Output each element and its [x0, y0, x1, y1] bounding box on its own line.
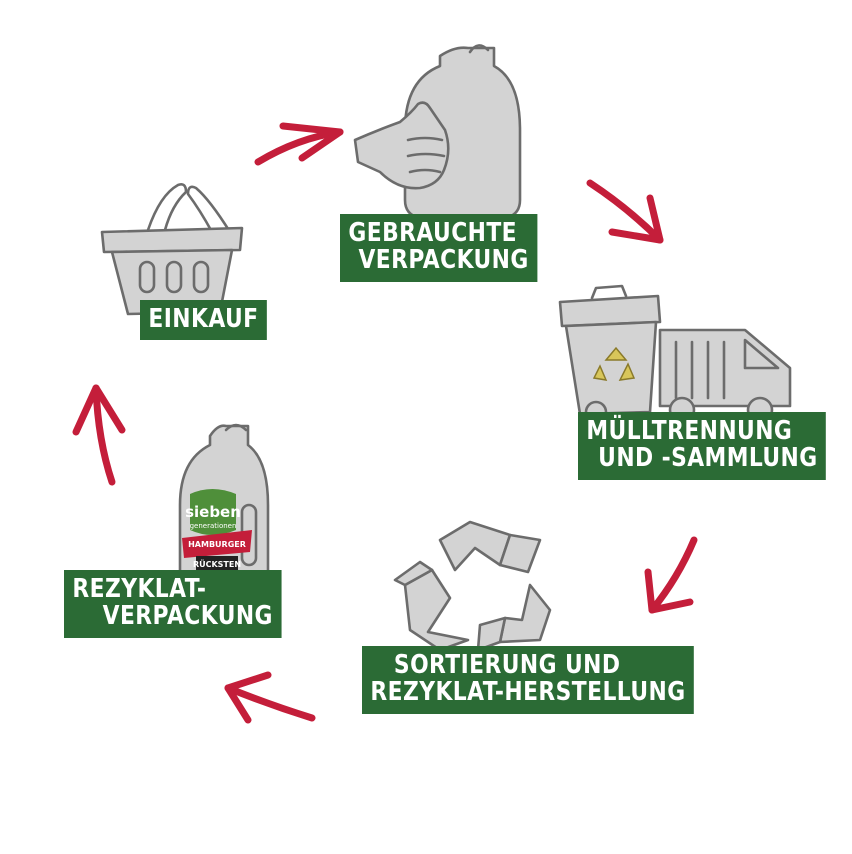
- label-line: EINKAUF: [148, 304, 259, 334]
- label-line: REZYKLAT-HERSTELLUNG: [370, 677, 686, 708]
- label-line: VERPACKUNG: [358, 245, 529, 276]
- arrow-rezyklat-to-einkauf: [72, 384, 126, 486]
- hand-holding-bottle-icon: [353, 44, 522, 220]
- label-einkauf: EINKAUF: [140, 300, 267, 341]
- label-line: REZYKLAT-: [72, 574, 207, 604]
- recycled-bottle-icon: [178, 423, 270, 606]
- label-rezyklat-verpackung: REZYKLAT- VERPACKUNG: [64, 570, 282, 638]
- label-line: MÜLLTRENNUNG: [586, 416, 793, 446]
- label-line: UND -SAMMLUNG: [598, 443, 818, 474]
- label-sortierung: SORTIERUNG UND REZYKLAT-HERSTELLUNG: [362, 646, 694, 714]
- recycling-bin-truck-icon: [558, 284, 792, 424]
- arrow-einkauf-to-gebrauchte: [254, 122, 344, 166]
- recycle-symbol-icon: [393, 520, 552, 652]
- bottle-badge-text-2: RÜCKSTEN: [193, 559, 241, 569]
- label-line: SORTIERUNG UND: [393, 650, 621, 680]
- label-line: VERPACKUNG: [102, 601, 273, 632]
- arrow-sortierung-to-rezyklat: [224, 671, 316, 724]
- arrow-muell-to-sortierung: [644, 536, 698, 614]
- label-muelltrennung: MÜLLTRENNUNG UND -SAMMLUNG: [578, 412, 827, 480]
- recycle-symbol-small-icon: [592, 346, 636, 381]
- label-gebrauchte-verpackung: GEBRAUCHTE VERPACKUNG: [340, 214, 538, 282]
- label-line: GEBRAUCHTE: [348, 218, 518, 248]
- arrow-gebrauchte-to-muell: [586, 179, 664, 244]
- shopping-basket-icon: [100, 183, 244, 316]
- bottle-brand-sub: generationen: [190, 522, 237, 530]
- bottle-badge-text: HAMBURGER: [188, 540, 246, 549]
- bottle-brand-text: sieben: [185, 503, 241, 521]
